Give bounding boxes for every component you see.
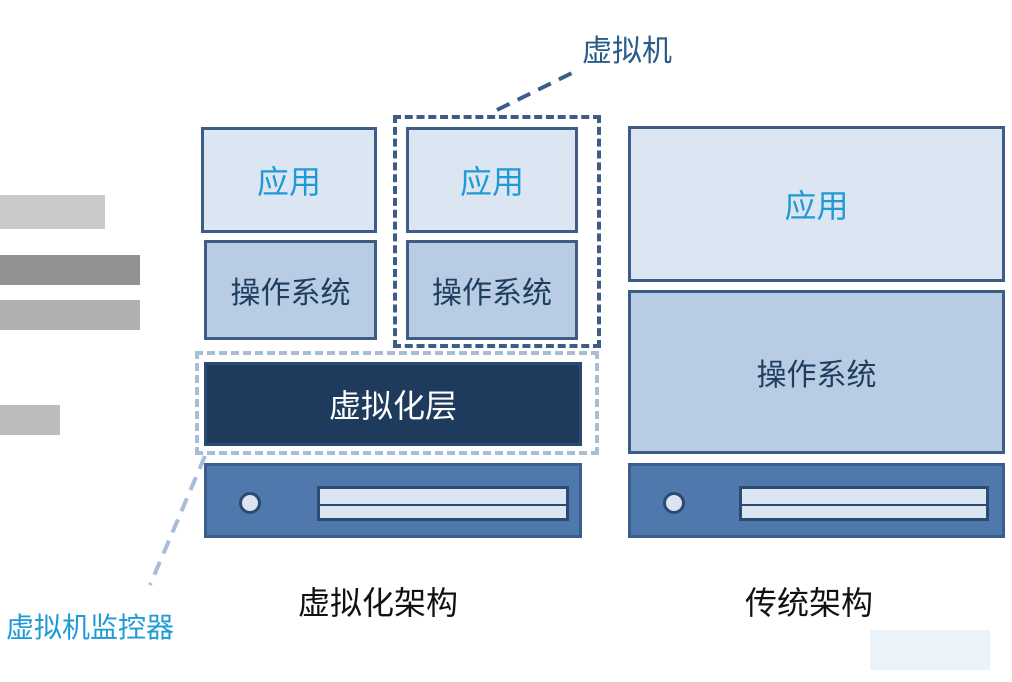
caption-traditional: 传统架构 <box>745 584 874 622</box>
server-power-icon <box>239 492 261 514</box>
traditional-app-box: 应用 <box>628 126 1005 282</box>
vm1-os-label: 操作系统 <box>230 276 351 311</box>
traditional-app-label: 应用 <box>784 187 849 225</box>
hypervisor-callout-label: 虚拟机监控器 <box>6 611 175 644</box>
server-drive-bay <box>739 486 989 521</box>
hypervisor-layer-label: 虚拟化层 <box>328 387 457 425</box>
vm-callout-line <box>496 68 579 112</box>
vm2-os-box: 操作系统 <box>406 240 578 340</box>
traditional-os-label: 操作系统 <box>756 358 877 393</box>
hypervisor-layer-box: 虚拟化层 <box>204 362 582 446</box>
traditional-os-box: 操作系统 <box>628 290 1005 454</box>
blurred-region-bottom-right <box>850 610 1012 682</box>
caption-virtualized: 虚拟化架构 <box>298 584 459 622</box>
vm2-app-box: 应用 <box>406 127 578 233</box>
hypervisor-dashed-outline <box>195 351 599 455</box>
vm-callout-label: 虚拟机 <box>582 34 672 69</box>
hypervisor-callout-line <box>148 455 207 586</box>
vm1-app-label: 应用 <box>256 163 321 201</box>
vm1-app-box: 应用 <box>201 127 377 233</box>
server-traditional <box>628 463 1005 538</box>
server-virtualized <box>204 463 582 538</box>
server-drive-bay <box>317 486 569 521</box>
server-power-icon <box>663 492 685 514</box>
vm2-app-label: 应用 <box>459 163 524 201</box>
vm2-os-label: 操作系统 <box>432 276 552 311</box>
vm-dashed-outline <box>393 115 601 348</box>
blurred-region-left <box>0 185 150 455</box>
vm1-os-box: 操作系统 <box>204 240 377 340</box>
